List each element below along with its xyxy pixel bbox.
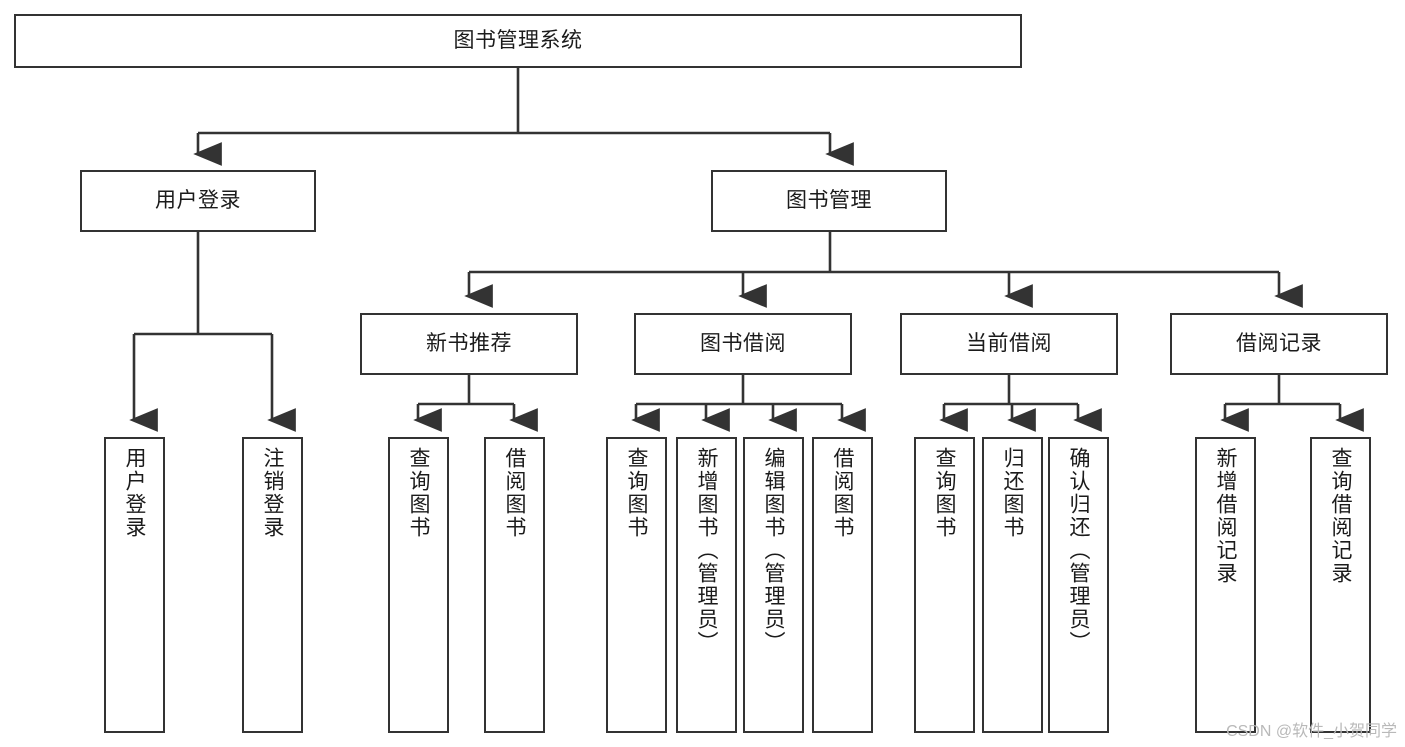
node-borrow-record[interactable]: 借阅记录 (1170, 313, 1388, 375)
node-leaf-query-borrow-record[interactable]: 查询借阅记录 (1310, 437, 1371, 733)
node-leaf-user-login[interactable]: 用户登录 (104, 437, 165, 733)
node-leaf-return-book-label: 归还图书 (1001, 447, 1024, 539)
node-leaf-confirm-return-admin[interactable]: 确认归还（管理员） (1048, 437, 1109, 733)
node-book-borrow[interactable]: 图书借阅 (634, 313, 852, 375)
node-borrow-record-label: 借阅记录 (1236, 331, 1322, 355)
node-book-management[interactable]: 图书管理 (711, 170, 947, 232)
node-leaf-borrow-book-label: 借阅图书 (831, 447, 854, 539)
node-root[interactable]: 图书管理系统 (14, 14, 1022, 68)
node-new-book-recommend-label: 新书推荐 (426, 331, 512, 355)
node-leaf-borrow-book[interactable]: 借阅图书 (812, 437, 873, 733)
node-leaf-logout[interactable]: 注销登录 (242, 437, 303, 733)
node-book-management-label: 图书管理 (786, 188, 872, 212)
node-leaf-return-book[interactable]: 归还图书 (982, 437, 1043, 733)
node-leaf-logout-label: 注销登录 (261, 447, 284, 539)
node-leaf-query-book-label: 查询图书 (625, 447, 648, 539)
node-current-borrow[interactable]: 当前借阅 (900, 313, 1118, 375)
node-leaf-add-borrow-record[interactable]: 新增借阅记录 (1195, 437, 1256, 733)
node-leaf-query-book-cur-label: 查询图书 (933, 447, 956, 539)
node-leaf-edit-book-admin[interactable]: 编辑图书（管理员） (743, 437, 804, 733)
node-leaf-query-book-cur[interactable]: 查询图书 (914, 437, 975, 733)
node-leaf-query-book-rec[interactable]: 查询图书 (388, 437, 449, 733)
node-leaf-add-book-admin-label: 新增图书（管理员） (695, 447, 718, 654)
node-book-borrow-label: 图书借阅 (700, 331, 786, 355)
node-leaf-query-book[interactable]: 查询图书 (606, 437, 667, 733)
node-current-borrow-label: 当前借阅 (966, 331, 1052, 355)
node-root-label: 图书管理系统 (453, 28, 583, 52)
node-user-login-label: 用户登录 (155, 188, 241, 212)
node-leaf-confirm-return-admin-label: 确认归还（管理员） (1067, 447, 1090, 654)
node-leaf-query-borrow-record-label: 查询借阅记录 (1329, 447, 1352, 585)
node-leaf-add-book-admin[interactable]: 新增图书（管理员） (676, 437, 737, 733)
node-leaf-borrow-book-rec[interactable]: 借阅图书 (484, 437, 545, 733)
node-leaf-add-borrow-record-label: 新增借阅记录 (1214, 447, 1237, 585)
node-new-book-recommend[interactable]: 新书推荐 (360, 313, 578, 375)
node-leaf-user-login-label: 用户登录 (123, 447, 146, 539)
node-leaf-borrow-book-rec-label: 借阅图书 (503, 447, 526, 539)
node-user-login[interactable]: 用户登录 (80, 170, 316, 232)
node-leaf-query-book-rec-label: 查询图书 (407, 447, 430, 539)
node-leaf-edit-book-admin-label: 编辑图书（管理员） (762, 447, 785, 654)
